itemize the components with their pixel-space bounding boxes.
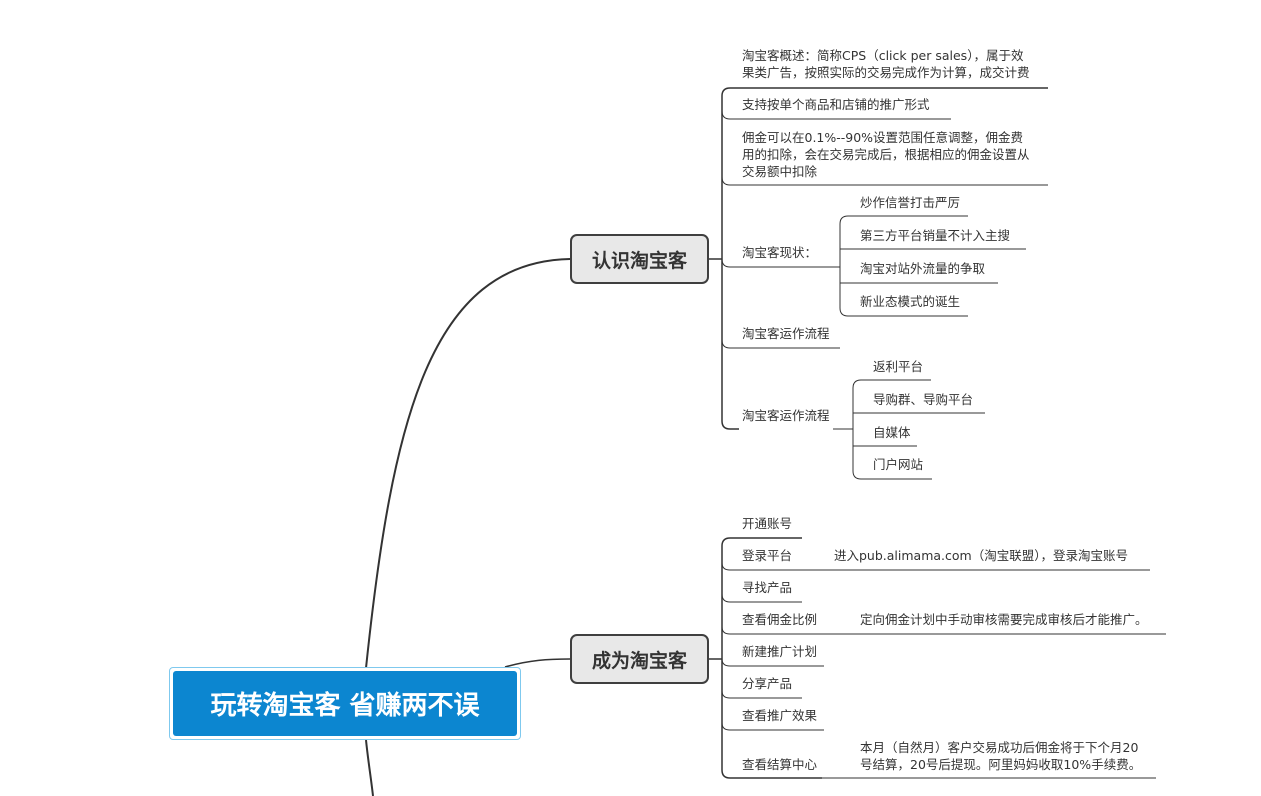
- b1-item-4-child-3[interactable]: 淘宝对站外流量的争取: [860, 261, 986, 276]
- b2-item-8[interactable]: 查看结算中心: [742, 757, 818, 772]
- connector-b2-item-2: [721, 562, 1150, 571]
- b1-item-1-line-1[interactable]: 淘宝客概述：简称CPS（click per sales），属于效: [742, 48, 1024, 63]
- connector-b1-item-5: [721, 339, 840, 349]
- b2-item-7[interactable]: 查看推广效果: [742, 708, 818, 723]
- b1-item-3-line-3[interactable]: 交易额中扣除: [742, 164, 818, 179]
- b2-item-8-child-line-2[interactable]: 号结算，20号后提现。阿里妈妈收取10%手续费。: [860, 757, 1142, 772]
- b1-item-4[interactable]: 淘宝客现状：: [742, 245, 818, 260]
- b1-item-1-line-2[interactable]: 果类广告，按照实际的交易完成作为计算，成交计费: [742, 65, 1030, 80]
- connector-root-to-bottom: [365, 739, 374, 796]
- root-topic[interactable]: 玩转淘宝客 省赚两不误: [169, 667, 521, 740]
- connector-b2-item-5: [721, 658, 824, 667]
- b1-item-6-child-1[interactable]: 返利平台: [873, 359, 924, 374]
- main-topic-branch-1[interactable]: 认识淘宝客: [570, 234, 709, 284]
- b1-item-4-child-4[interactable]: 新业态模式的诞生: [860, 294, 961, 309]
- connector-root-to-branch-1: [365, 258, 571, 669]
- b1-item-4-child-1[interactable]: 炒作信誉打击严厉: [860, 195, 961, 210]
- b1-item-6-child-3[interactable]: 自媒体: [873, 425, 911, 440]
- b2-item-6[interactable]: 分享产品: [742, 676, 793, 691]
- b1-item-3-line-2[interactable]: 用的扣除，会在交易完成后，根据相应的佣金设置从: [742, 147, 1030, 162]
- b1-item-6-child-2[interactable]: 导购群、导购平台: [873, 392, 974, 407]
- b1-item-3-line-1[interactable]: 佣金可以在0.1%--90%设置范围任意调整，佣金费: [742, 130, 1024, 145]
- connector-b2-item-7: [721, 722, 824, 731]
- b1-item-4-child-2[interactable]: 第三方平台销量不计入主搜: [860, 228, 1011, 243]
- b1-item-2[interactable]: 支持按单个商品和店铺的推广形式: [742, 97, 930, 112]
- b2-item-4-child[interactable]: 定向佣金计划中手动审核需要完成审核后才能推广。: [860, 612, 1148, 627]
- b1-item-5[interactable]: 淘宝客运作流程: [742, 326, 830, 341]
- b2-item-8-child-line-1[interactable]: 本月（自然月）客户交易成功后佣金将于下个月20: [860, 740, 1139, 755]
- b2-item-3[interactable]: 寻找产品: [742, 580, 793, 595]
- connector-b1-item-4: [721, 258, 840, 268]
- connector-b2-item-6: [721, 690, 802, 699]
- connector-b1-item-2: [721, 110, 951, 120]
- connector-branch-1-bracket: [709, 87, 1048, 430]
- connector-b2-item-4: [721, 626, 1166, 635]
- connector-root-to-branch-2: [504, 658, 571, 668]
- root-topic-label: 玩转淘宝客 省赚两不误: [173, 671, 517, 736]
- connector-b1-item-6-bracket: [833, 379, 985, 480]
- connector-branch-2-bracket: [709, 537, 822, 779]
- b2-item-4[interactable]: 查看佣金比例: [742, 612, 818, 627]
- b2-item-5[interactable]: 新建推广计划: [742, 644, 818, 659]
- b1-item-6-child-4[interactable]: 门户网站: [873, 457, 924, 472]
- b2-item-2-child[interactable]: 进入pub.alimama.com（淘宝联盟），登录淘宝账号: [834, 548, 1128, 563]
- connector-b1-item-3: [721, 176, 1048, 186]
- b1-item-6[interactable]: 淘宝客运作流程: [742, 408, 830, 423]
- b2-item-2[interactable]: 登录平台: [742, 548, 793, 563]
- connector-b1-item-4-bracket: [839, 215, 1026, 317]
- connector-b2-item-3: [721, 593, 802, 603]
- b2-item-1[interactable]: 开通账号: [742, 516, 793, 531]
- main-topic-branch-2[interactable]: 成为淘宝客: [570, 634, 709, 684]
